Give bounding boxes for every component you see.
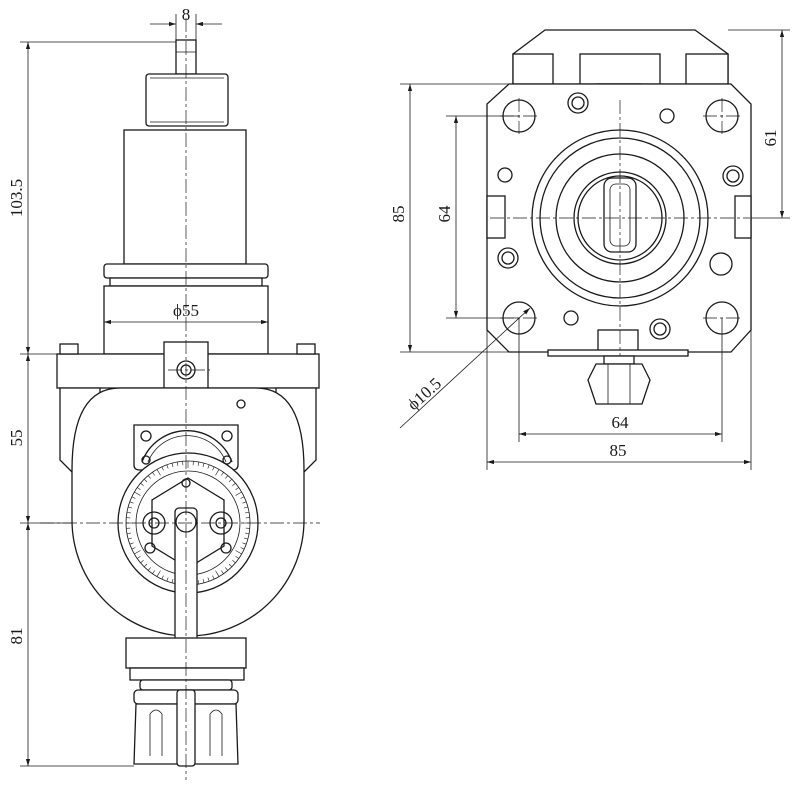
dial-tick (243, 537, 248, 540)
dial-tick (212, 575, 215, 580)
dial-tick (129, 542, 134, 545)
dial-tick (129, 501, 134, 504)
dial-tick (152, 570, 155, 574)
dial-tick (221, 472, 224, 476)
dial-tick (245, 532, 250, 535)
dial-tick (242, 501, 247, 504)
dim-bolt-spacing-horizontal: 64 (612, 413, 630, 432)
dial-tick (235, 487, 239, 490)
dial-tick (225, 475, 229, 479)
dial-tick (228, 563, 233, 568)
dim-flange-height: 85 (389, 206, 408, 223)
dial-tick (207, 464, 210, 469)
dial-tick (134, 491, 141, 496)
dial-tick (235, 550, 242, 555)
dial-tick (134, 550, 141, 555)
dial-tick (166, 577, 169, 582)
dial-tick (212, 466, 215, 471)
dial-tick (215, 570, 220, 577)
dim-hole-diameter: ϕ10.5 (404, 374, 445, 414)
side-view-dimensions: 8 103.5 55 81 ϕ55 (7, 5, 268, 767)
dial-tick (143, 563, 148, 568)
dial-tick (243, 506, 248, 509)
dial-tick (126, 532, 131, 535)
dial-tick (156, 570, 161, 577)
dial-tick (245, 511, 250, 514)
dim-body-diameter: ϕ55 (173, 301, 199, 320)
dial-tick (235, 491, 242, 496)
dim-shaft-width: 8 (182, 5, 191, 24)
front-view (486, 29, 752, 405)
dial-tick (152, 472, 155, 476)
dial-tick (128, 537, 133, 540)
dial-tick (147, 567, 151, 571)
dim-lower-height: 81 (7, 628, 26, 645)
dial-tick (166, 464, 169, 469)
dial-tick (131, 496, 136, 499)
dial-tick (221, 570, 224, 574)
dim-bolt-spacing-vertical: 64 (435, 205, 454, 223)
dial-tick (161, 575, 164, 580)
dial-tick (197, 461, 200, 466)
dial-tick (140, 482, 144, 486)
dial-tick (202, 578, 205, 583)
dial-tick (235, 556, 239, 559)
dial-tick (156, 469, 161, 476)
dial-tick (147, 475, 151, 479)
dim-top-offset: 61 (761, 130, 780, 147)
dial-tick (202, 463, 205, 468)
dial-tick (126, 511, 131, 514)
dim-upper-height: 103.5 (7, 179, 26, 217)
dial-tick (128, 506, 133, 509)
dial-tick (131, 547, 136, 550)
dial-tick (215, 469, 220, 476)
dim-flange-width: 85 (610, 441, 627, 460)
dial-tick (232, 560, 236, 564)
dial-tick (242, 542, 247, 545)
dial-tick (240, 496, 245, 499)
dial-tick (232, 482, 236, 486)
side-view (40, 18, 320, 780)
dial-tick (137, 556, 141, 559)
dial-tick (161, 466, 164, 471)
dial-tick (171, 578, 174, 583)
dial-tick (228, 478, 233, 483)
dial-tick (137, 487, 141, 490)
dial-tick (225, 567, 229, 571)
dial-tick (171, 463, 174, 468)
dial-tick (240, 547, 245, 550)
dial-tick (143, 478, 148, 483)
dial-tick (140, 560, 144, 564)
dial-tick (207, 577, 210, 582)
dial-tick (197, 580, 200, 585)
dim-middle-height: 55 (7, 430, 26, 447)
dial-tick (176, 461, 179, 466)
